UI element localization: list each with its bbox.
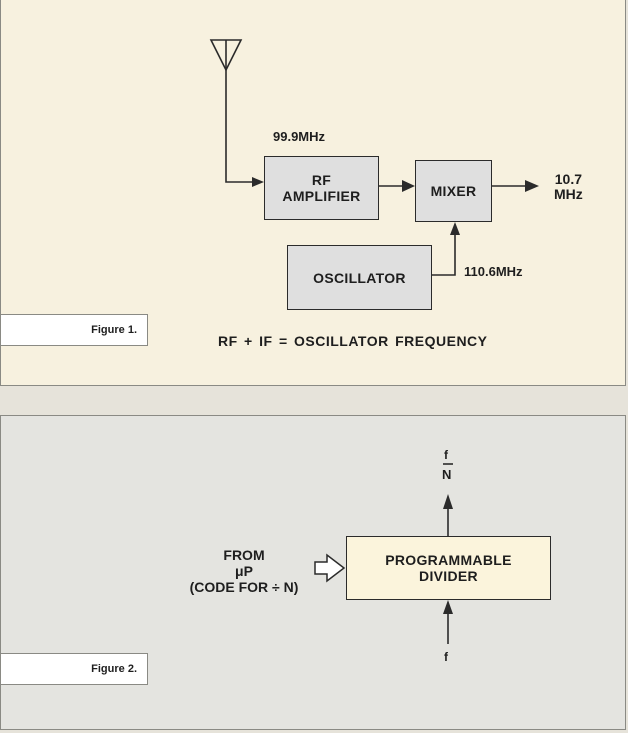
code-input-arrow-icon: [314, 553, 346, 583]
antenna-to-rf-wire: [225, 70, 253, 183]
mixer-label: MIXER: [430, 183, 477, 199]
figure-1-wiring: [209, 39, 539, 276]
figure-1-caption: Figure 1.: [1, 314, 148, 346]
output-frequency-line2: MHz: [554, 186, 583, 202]
frequency-equation: RF + IF = OSCILLATOR FREQUENCY: [218, 333, 488, 349]
divider-label-line1: PROGRAMMABLE: [385, 552, 512, 568]
oscillator-frequency-label: 110.6MHz: [464, 264, 523, 279]
figure-2-caption: Figure 2.: [1, 653, 148, 685]
divider-input-arrow: [443, 600, 453, 614]
rf-frequency-label: 99.9MHz: [273, 129, 326, 144]
from-label-line2: μP: [235, 563, 253, 579]
mixer-block: MIXER: [415, 160, 492, 222]
oscillator-block: OSCILLATOR: [287, 245, 432, 310]
rf-amplifier-label-line1: RF: [311, 172, 332, 188]
figure-2-wiring: [314, 463, 453, 644]
rf-amplifier-label-line2: AMPLIFIER: [282, 188, 361, 204]
oscillator-arrow: [450, 222, 460, 235]
from-label-line1: FROM: [223, 547, 265, 563]
oscillator-label: OSCILLATOR: [313, 269, 406, 286]
divider-label-line2: DIVIDER: [419, 568, 478, 584]
output-arrow: [525, 180, 539, 192]
divider-input-label: f: [444, 650, 448, 664]
output-fraction-denominator: N: [442, 467, 452, 482]
divider-output-arrow: [443, 494, 453, 509]
rf-input-arrow: [252, 177, 264, 187]
from-label-line3: (CODE FOR ÷ N): [189, 579, 299, 595]
mixer-input-arrow: [402, 180, 415, 192]
oscillator-to-mixer-wire: [432, 234, 456, 276]
antenna-icon: [209, 39, 243, 72]
output-fraction-numerator: f: [444, 448, 448, 462]
output-frequency-line1: 10.7: [554, 171, 583, 187]
